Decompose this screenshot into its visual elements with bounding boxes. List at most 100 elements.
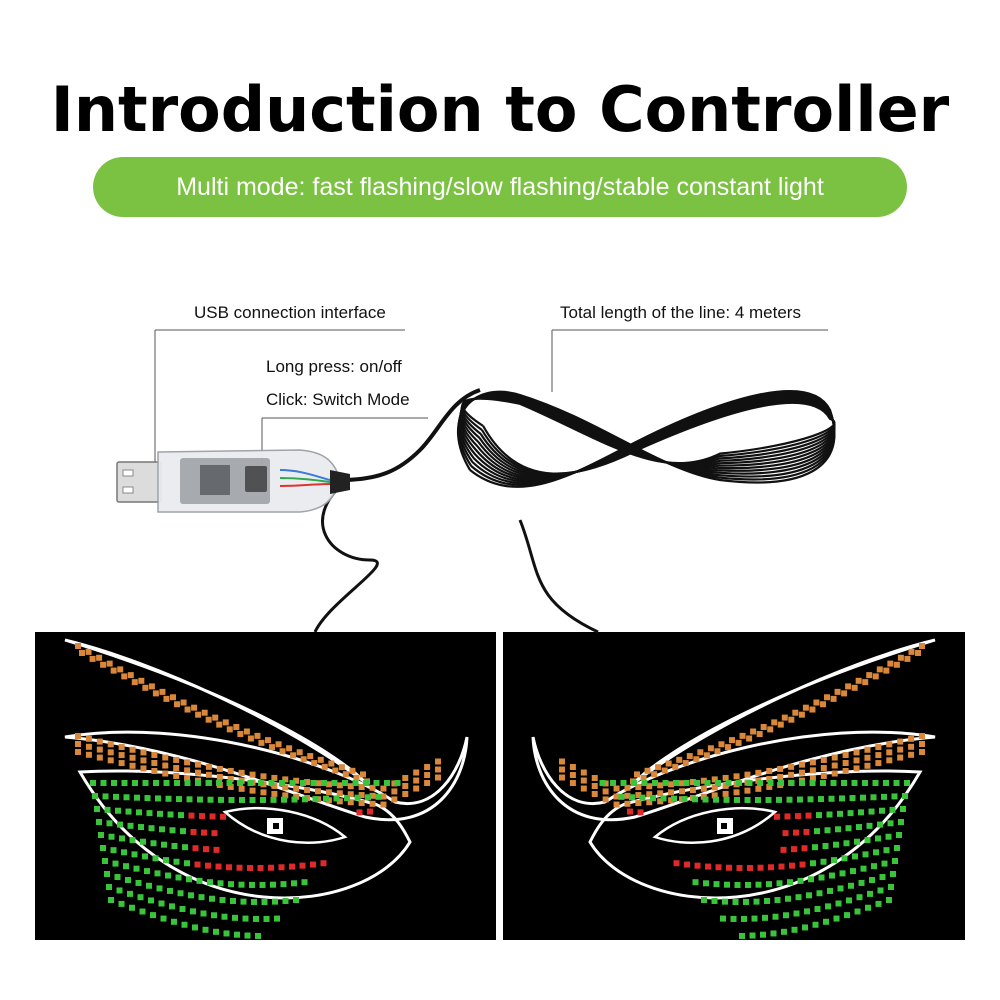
led-dot — [637, 809, 644, 816]
led-dot — [864, 837, 871, 844]
led-dot — [776, 796, 782, 803]
eye-slit-outline — [652, 806, 778, 844]
led-dot — [226, 780, 233, 786]
led-dot — [802, 924, 808, 931]
led-dot — [207, 796, 214, 803]
led-dot — [188, 892, 194, 899]
led-dot — [353, 774, 360, 781]
led-dot — [260, 773, 267, 780]
led-dot — [618, 793, 625, 800]
led-dot — [683, 780, 690, 786]
led-dot — [162, 770, 169, 777]
led-dot — [312, 796, 319, 803]
led-dot — [177, 890, 184, 897]
led-dot — [730, 915, 737, 922]
led-dot — [263, 915, 270, 922]
led-dot — [679, 788, 685, 795]
led-dot — [850, 868, 856, 875]
led-dot — [886, 757, 893, 764]
led-dot — [230, 897, 236, 904]
led-dot — [853, 749, 860, 756]
led-dot — [142, 780, 149, 786]
led-dot — [190, 908, 196, 915]
led-dot — [271, 790, 278, 797]
led-dot — [660, 795, 667, 802]
led-dot — [136, 809, 142, 816]
led-dot — [602, 796, 609, 803]
led-dot — [325, 789, 332, 796]
led-dot — [317, 756, 324, 763]
led-dot — [199, 813, 205, 820]
led-dot — [129, 762, 136, 769]
led-dot — [834, 688, 841, 695]
led-dot — [121, 780, 128, 786]
led-dot — [169, 903, 175, 910]
led-dot — [117, 821, 123, 828]
led-dot — [875, 900, 882, 907]
led-dot — [831, 857, 837, 864]
led-dot — [848, 882, 854, 889]
led-dot — [777, 721, 784, 728]
led-dot — [818, 874, 825, 881]
led-dot — [806, 892, 812, 899]
led-dot — [184, 706, 191, 713]
led-dot — [602, 780, 609, 787]
led-dot — [627, 808, 633, 815]
led-dot — [795, 894, 802, 901]
led-dot — [391, 796, 398, 803]
led-dot — [820, 772, 827, 779]
led-dot — [243, 728, 250, 735]
led-dot — [676, 756, 683, 763]
led-dot — [79, 650, 85, 656]
led-dot — [745, 881, 751, 888]
led-dot — [358, 800, 365, 807]
led-dot — [786, 796, 793, 803]
pupil — [721, 823, 727, 829]
right-eye-illustration — [531, 638, 936, 939]
led-dot — [197, 796, 203, 803]
led-dot — [715, 864, 722, 871]
led-dot — [580, 769, 587, 776]
led-dot — [602, 788, 609, 795]
led-dot — [96, 746, 103, 753]
led-dot — [711, 897, 718, 904]
led-dot — [682, 760, 689, 767]
led-dot — [559, 774, 565, 781]
led-dot — [369, 800, 376, 807]
led-dot — [220, 813, 226, 820]
led-dot — [726, 864, 732, 871]
led-dot — [872, 673, 879, 680]
led-dot — [657, 798, 664, 805]
led-dot — [134, 794, 140, 801]
led-dot — [106, 820, 113, 827]
led-dot — [352, 780, 359, 786]
led-dot — [249, 787, 256, 794]
led-dot — [102, 858, 108, 864]
led-dot — [75, 749, 81, 755]
led-dot — [289, 780, 296, 786]
led-dot — [209, 813, 216, 820]
led-dot — [809, 775, 816, 782]
led-dot — [279, 780, 285, 786]
led-dot — [689, 787, 696, 794]
led-dot — [802, 704, 809, 711]
led-dot — [849, 795, 856, 802]
led-dot — [413, 769, 420, 776]
led-dot — [767, 726, 774, 733]
led-dot — [741, 915, 747, 922]
led-dot — [822, 843, 829, 850]
page-title: Introduction to Controller — [50, 73, 950, 146]
led-dot — [255, 932, 261, 939]
led-dot — [89, 655, 96, 662]
led-dot — [795, 813, 801, 820]
led-dot — [192, 845, 199, 852]
led-dot — [310, 861, 316, 868]
led-dot — [167, 887, 173, 894]
led-dot — [864, 746, 871, 753]
led-dot — [291, 880, 297, 887]
led-dot — [793, 829, 799, 836]
led-dot — [125, 877, 131, 884]
led-dot — [876, 666, 883, 673]
led-dot — [756, 730, 763, 737]
